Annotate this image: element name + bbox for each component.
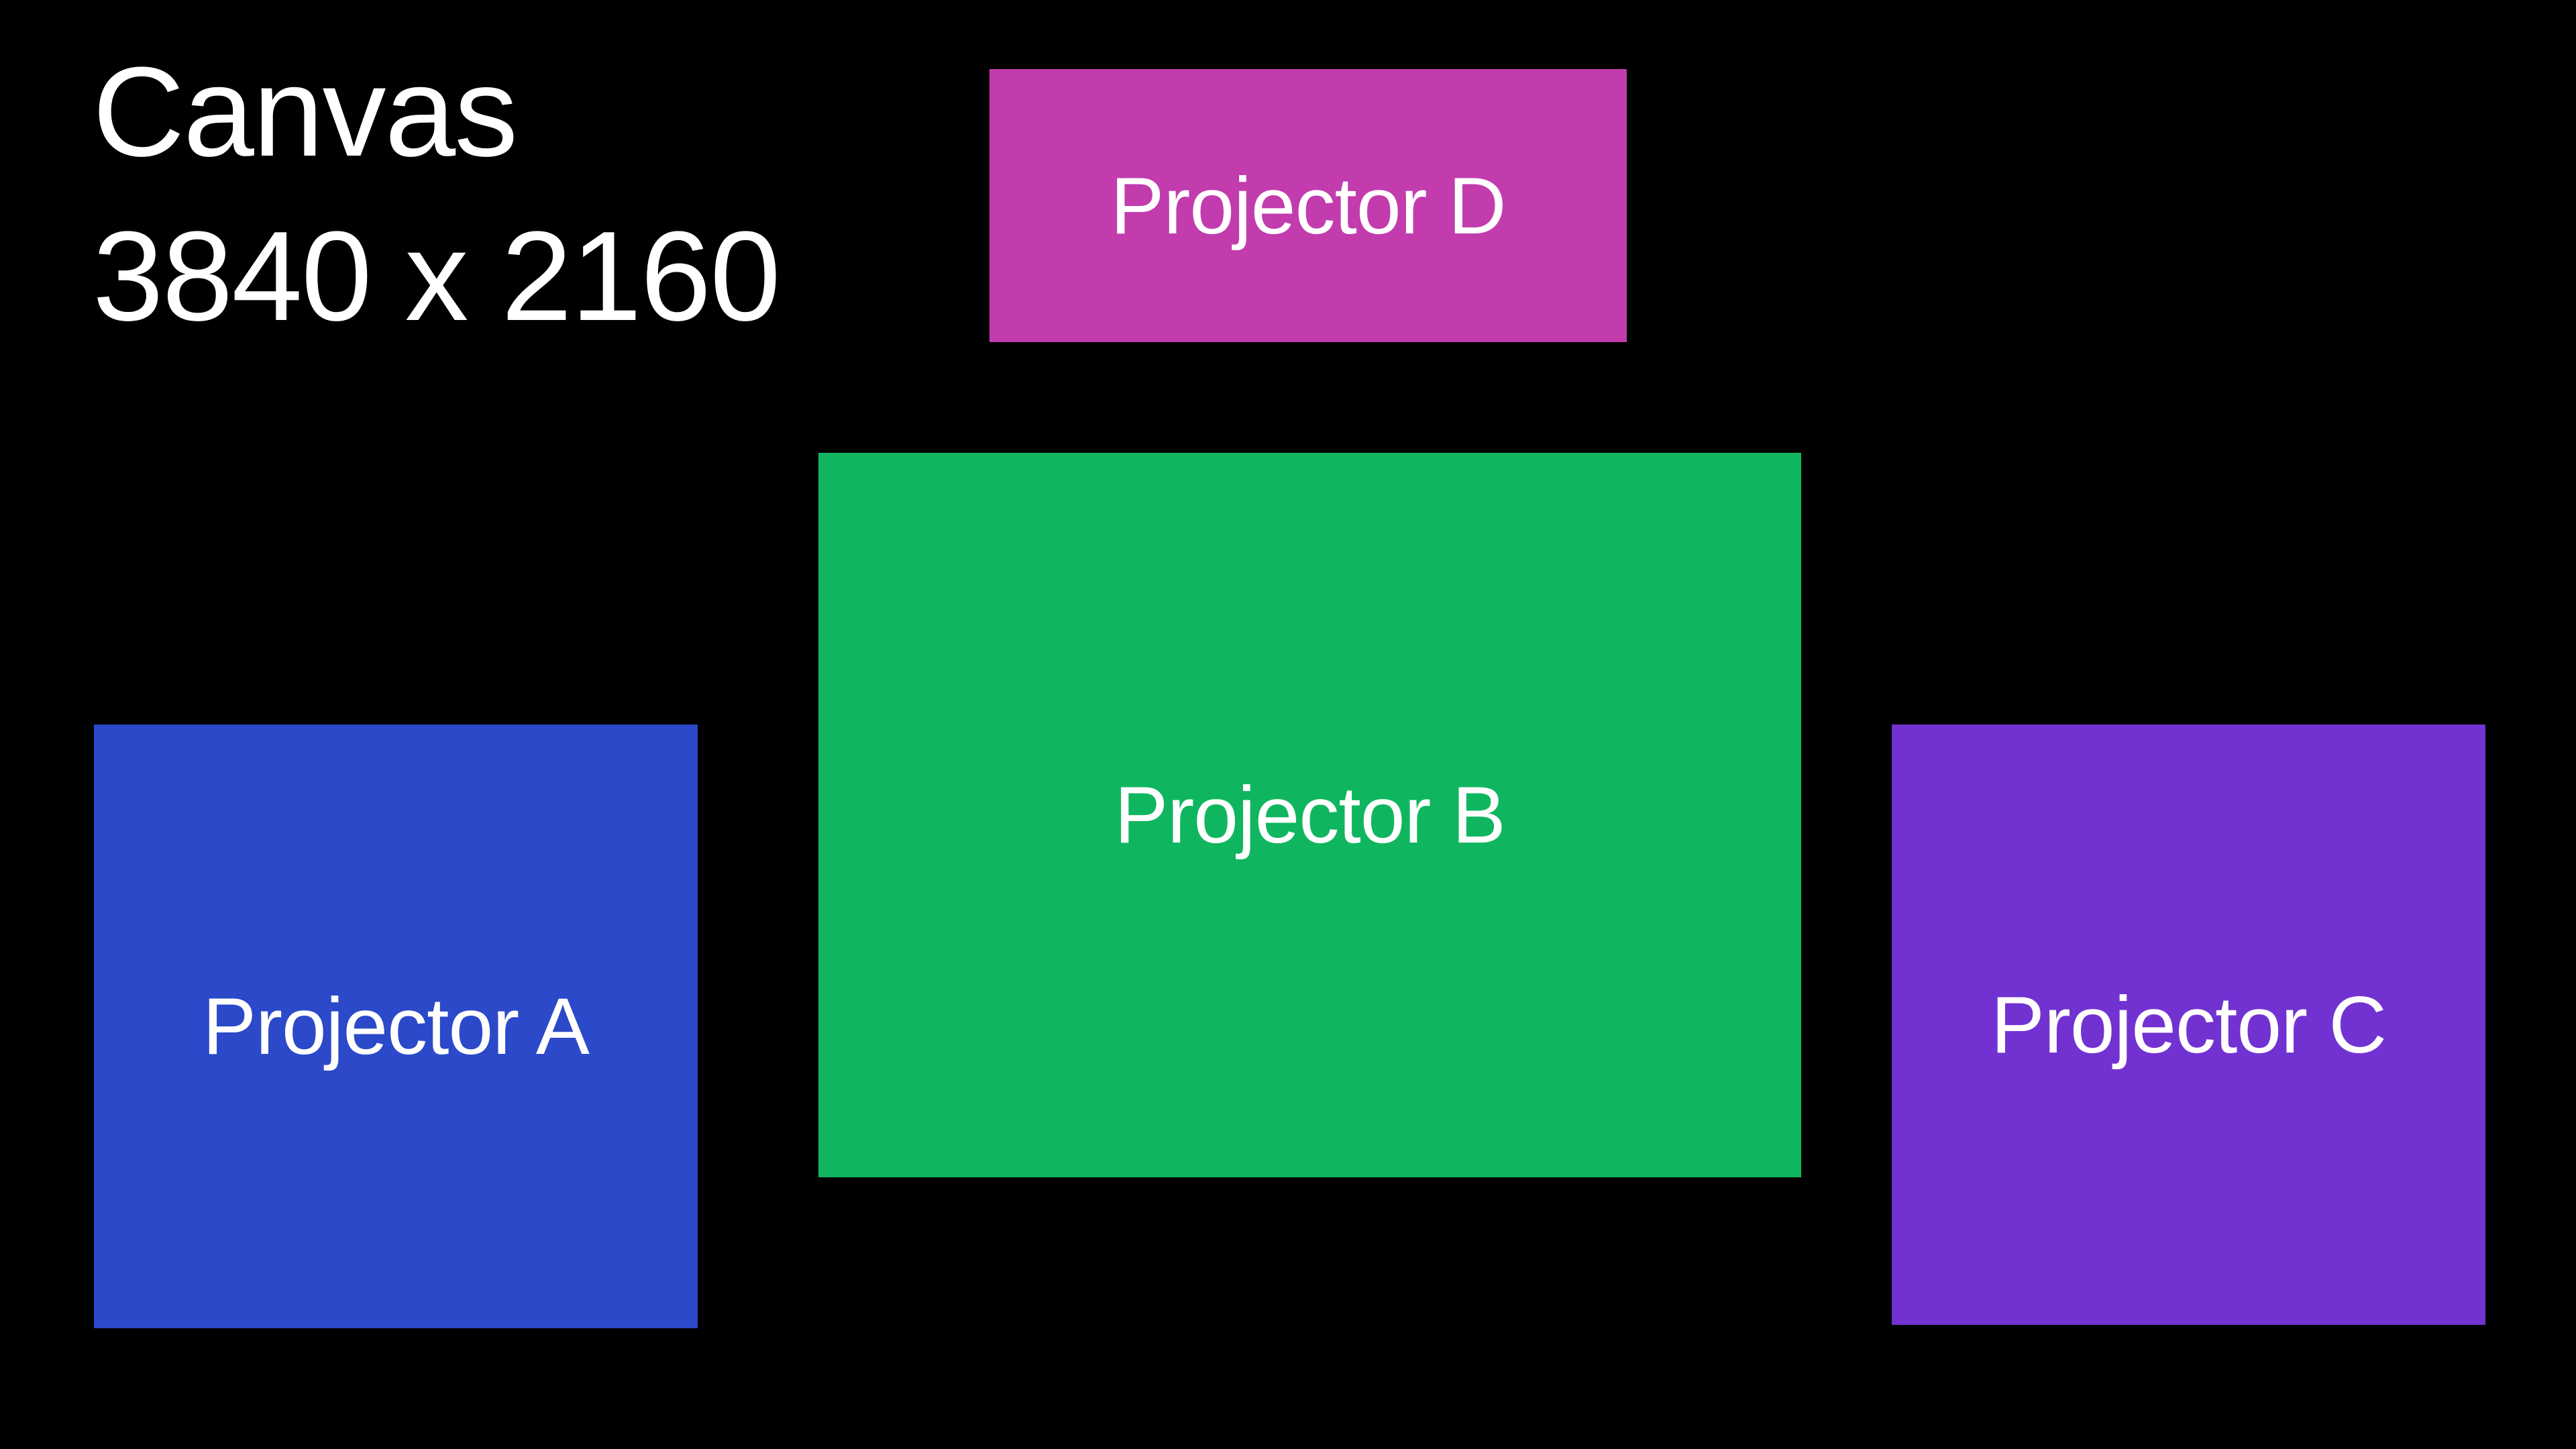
projector-b-region: Projector B [818,453,1801,1177]
projector-a-label: Projector A [203,981,590,1071]
projector-b-label: Projector B [1114,770,1506,860]
canvas-label: Canvas 3840 x 2160 [93,30,781,359]
projector-d-region: Projector D [989,69,1627,342]
canvas-label-line2: 3840 x 2160 [93,205,781,347]
canvas-label-line1: Canvas [93,41,518,183]
projector-d-label: Projector D [1110,160,1506,251]
projector-a-region: Projector A [94,724,698,1328]
projector-c-region: Projector C [1892,724,2485,1325]
projector-c-label: Projector C [1990,979,2387,1070]
